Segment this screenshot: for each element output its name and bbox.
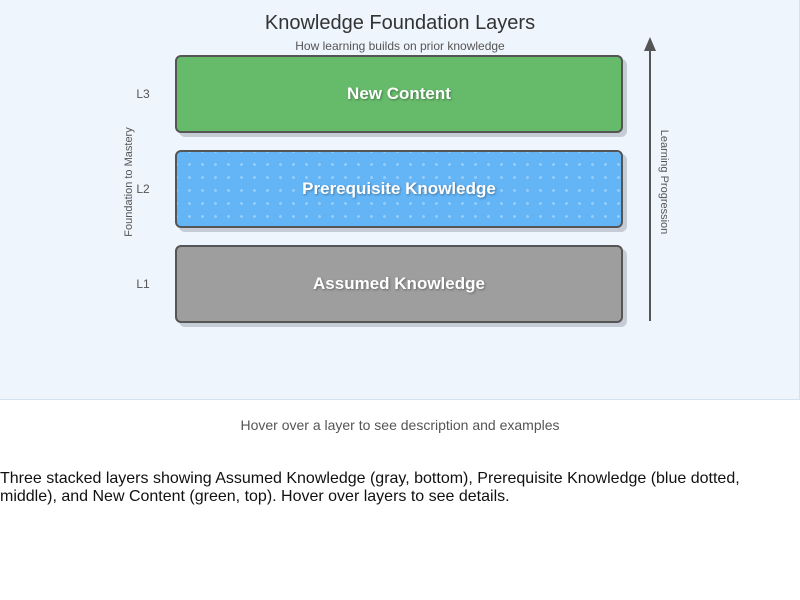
- layer-prerequisite-knowledge-label: Prerequisite Knowledge: [302, 179, 496, 198]
- layer-new-content-label: New Content: [347, 84, 451, 103]
- layer-assumed-knowledge-label: Assumed Knowledge: [313, 274, 485, 293]
- diagram-panel: Knowledge Foundation Layers How learning…: [0, 0, 800, 400]
- level-label-l1: L1: [136, 277, 150, 291]
- diagram-title: Knowledge Foundation Layers: [264, 12, 536, 34]
- progression-axis-label: Learning Progression: [658, 129, 670, 235]
- layer-assumed-knowledge[interactable]: Assumed Knowledge: [175, 245, 623, 323]
- layer-new-content[interactable]: New Content: [175, 55, 623, 133]
- progression-arrow-icon: [644, 37, 656, 321]
- diagram-description: Three stacked layers showing Assumed Kno…: [0, 470, 740, 505]
- level-label-l2: L2: [136, 182, 150, 196]
- hover-hint: Hover over a layer to see description an…: [240, 417, 560, 433]
- level-label-l3: L3: [136, 87, 150, 101]
- layer-prerequisite-knowledge[interactable]: Prerequisite Knowledge: [175, 150, 623, 228]
- foundation-axis-label: Foundation to Mastery: [123, 127, 135, 237]
- diagram-subtitle: How learning builds on prior knowledge: [295, 39, 505, 53]
